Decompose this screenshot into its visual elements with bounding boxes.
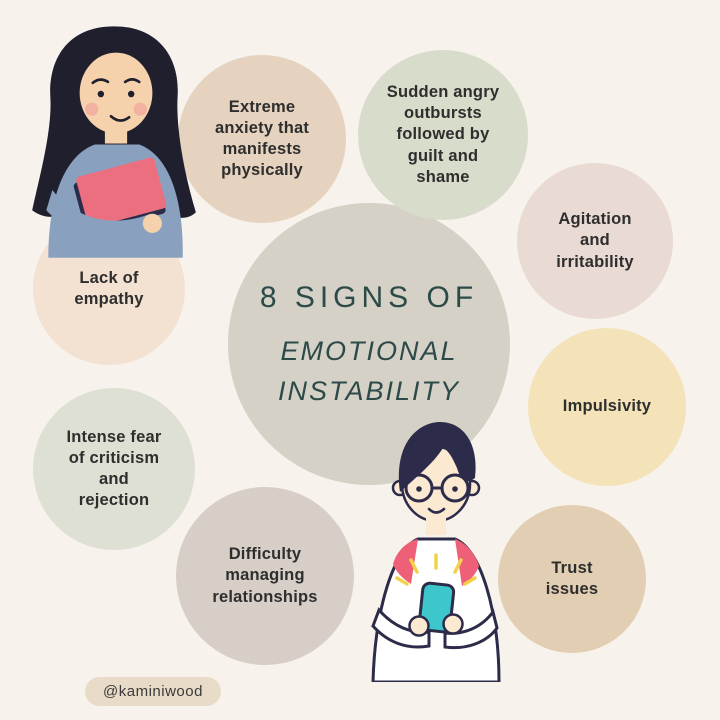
sign-bubble-angry-outbursts: Sudden angry outbursts followed by guilt… (358, 50, 528, 220)
sign-bubble-difficulty-relationships: Difficulty managing relationships (176, 487, 354, 665)
man-looking-at-phone-illustration (345, 412, 527, 682)
woman-holding-book-illustration (18, 20, 210, 258)
title-line3: INSTABILITY (277, 376, 461, 407)
title-line2: EMOTIONAL (280, 335, 458, 366)
sign-bubble-impulsivity: Impulsivity (528, 328, 686, 486)
title-circle: 8 SIGNS OF EMOTIONAL INSTABILITY (228, 203, 510, 485)
credit-badge: @kaminiwood (85, 677, 221, 706)
title-line1: 8 SIGNS OF (259, 281, 479, 315)
sign-bubble-extreme-anxiety: Extreme anxiety that manifests physicall… (178, 55, 346, 223)
sign-bubble-trust-issues: Trust issues (498, 505, 646, 653)
sign-bubble-fear-of-criticism: Intense fear of criticism and rejection (33, 388, 195, 550)
sign-bubble-agitation: Agitation and irritability (517, 163, 673, 319)
